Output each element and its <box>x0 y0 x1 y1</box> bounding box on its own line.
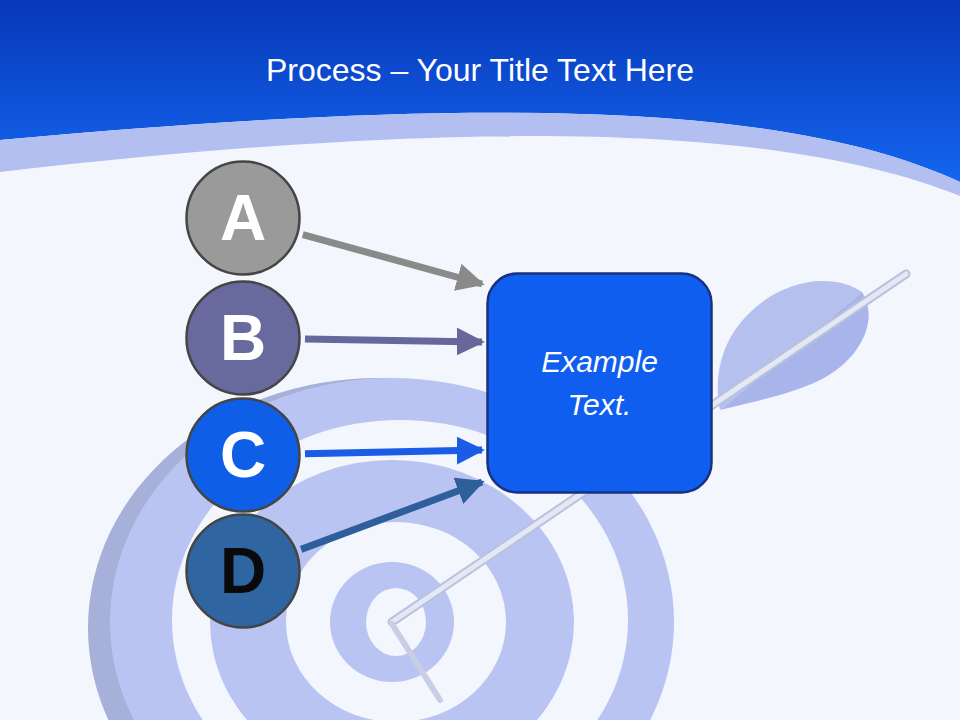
step-letter: D <box>220 534 266 608</box>
arrow-connector <box>305 450 482 454</box>
box-shape <box>486 272 713 494</box>
step-circle: C <box>185 397 301 513</box>
step-circle: A <box>185 160 301 276</box>
arrow-connector <box>301 482 482 549</box>
slide-title: Process – Your Title Text Here <box>0 52 960 89</box>
step-letter: C <box>220 418 266 492</box>
step-letter: B <box>220 301 266 375</box>
step-circle: B <box>185 280 301 396</box>
circle-outline <box>187 162 300 275</box>
arrow-connector <box>303 235 482 284</box>
arrow-connector <box>305 339 482 342</box>
circle-outline <box>187 282 300 395</box>
circle-outline <box>187 399 300 512</box>
step-letter: A <box>220 181 266 255</box>
process-box: Example Text. <box>486 272 713 494</box>
header-swoosh <box>0 113 960 196</box>
box-text: Example Text. <box>486 326 713 441</box>
step-circle: D <box>185 513 301 629</box>
circle-outline <box>187 515 300 628</box>
box-outline <box>488 274 712 493</box>
